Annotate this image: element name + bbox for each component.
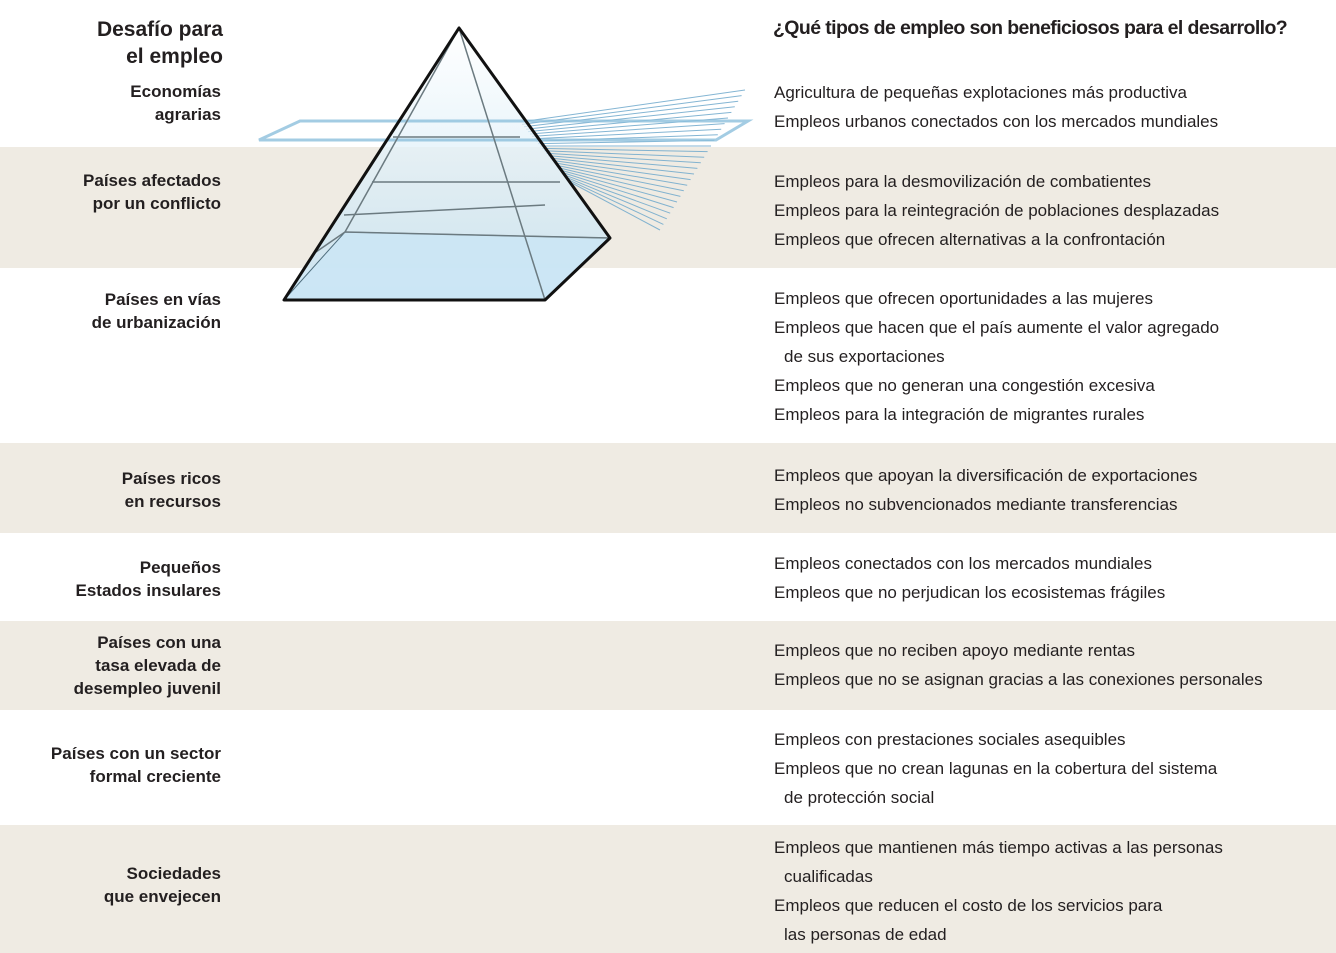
list-item-continuation: cualificadas [784, 867, 873, 886]
list-item: Empleos que mantienen más tiempo activas… [774, 838, 1223, 857]
light-ray [551, 159, 691, 181]
pyramid-edges [282, 26, 612, 302]
band-youth-unemployment [0, 621, 1336, 710]
light-ray [519, 89, 746, 123]
light-ray [553, 162, 688, 186]
light-ray [561, 171, 674, 209]
list-item-continuation: de sus exportaciones [784, 347, 945, 366]
row-items-small-islands: Empleos conectados con los mercados mund… [774, 549, 1165, 607]
right-column-title: ¿Qué tipos de empleo son beneficiosos pa… [773, 17, 1288, 39]
list-item: Empleos para la integración de migrantes… [774, 405, 1145, 424]
list-item: Empleos que ofrecen alternativas a la co… [774, 230, 1166, 249]
row-items-urbanizing: Empleos que ofrecen oportunidades a las … [774, 284, 1219, 429]
row-items-youth-unemployment: Empleos que no reciben apoyo mediante re… [774, 636, 1263, 694]
row-items-aging: Empleos que mantienen más tiempo activas… [774, 833, 1223, 949]
light-ray [557, 167, 681, 197]
light-ray [565, 176, 667, 220]
light-ray [525, 106, 735, 130]
light-ray [567, 179, 664, 225]
list-item: Empleos que ofrecen oportunidades a las … [774, 289, 1153, 308]
plane-outline [258, 119, 754, 142]
list-item-continuation: de protección social [784, 788, 935, 807]
pyramid-layers [315, 27, 611, 301]
band-aging-societies [0, 825, 1336, 953]
list-item: Empleos que no crean lagunas en la cober… [774, 759, 1218, 778]
light-ray [545, 152, 701, 164]
light-ray [559, 169, 678, 203]
band-conflict [0, 147, 1336, 268]
list-item: Empleos que no perjudican los ecosistema… [774, 583, 1166, 602]
list-item: Empleos con prestaciones sociales asequi… [774, 730, 1126, 749]
list-item: Empleos que reducen el costo de los serv… [774, 896, 1163, 915]
list-item: Empleos que hacen que el país aumente el… [774, 318, 1220, 337]
list-item: Empleos conectados con los mercados mund… [774, 554, 1152, 573]
light-ray [543, 150, 705, 158]
light-ray [555, 164, 684, 192]
row-items-conflict: Empleos para la desmovilización de comba… [774, 167, 1219, 254]
list-item: Empleos que no se asignan gracias a las … [774, 670, 1263, 689]
left-column-title: Desafío para el empleo [97, 16, 223, 70]
light-ray [523, 100, 739, 128]
left-title-line: Desafío para [96, 18, 223, 41]
light-ray [541, 147, 708, 153]
row-items-agrarian: Agricultura de pequeñas explotaciones má… [774, 78, 1218, 136]
row-items-resource-rich: Empleos que apoyan la diversificación de… [774, 461, 1197, 519]
band-resource-rich [0, 443, 1336, 533]
list-item: Empleos que no reciben apoyo mediante re… [774, 641, 1136, 660]
left-title-line: el empleo [126, 45, 223, 68]
light-ray [549, 157, 695, 175]
light-ray [569, 181, 661, 231]
row-items-formal-sector: Empleos con prestaciones sociales asequi… [774, 725, 1217, 812]
list-item: Empleos urbanos conectados con los merca… [774, 112, 1219, 131]
light-ray [563, 174, 671, 214]
list-item: Empleos no subvencionados mediante trans… [774, 495, 1178, 514]
light-ray [547, 155, 698, 169]
light-ray [533, 128, 722, 140]
list-item: Empleos que apoyan la diversificación de… [774, 466, 1198, 485]
list-item: Empleos que no generan una congestión ex… [774, 376, 1155, 395]
pyramid-prism-illustration [258, 26, 754, 302]
list-item: Empleos para la desmovilización de comba… [774, 172, 1152, 191]
list-item: Empleos para la reintegración de poblaci… [774, 201, 1220, 220]
light-ray [531, 123, 725, 137]
list-item-continuation: las personas de edad [784, 925, 947, 944]
list-item: Agricultura de pequeñas explotaciones má… [774, 83, 1187, 102]
